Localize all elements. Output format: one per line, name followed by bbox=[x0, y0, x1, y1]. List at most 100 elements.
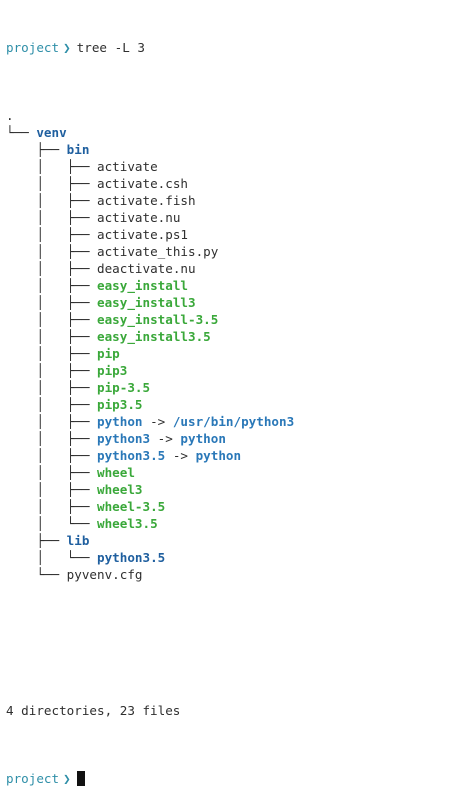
tree-branch-prefix: │ ├── bbox=[6, 397, 97, 412]
tree-line: └── venv bbox=[6, 124, 458, 141]
tree-entry-exec: easy_install-3.5 bbox=[97, 312, 219, 327]
tree-branch-prefix: │ ├── bbox=[6, 261, 97, 276]
symlink-target: /usr/bin/python3 bbox=[172, 414, 295, 429]
tree-line: │ ├── deactivate.nu bbox=[6, 260, 458, 277]
tree-branch-prefix: │ ├── bbox=[6, 499, 97, 514]
tree-branch-prefix: │ ├── bbox=[6, 193, 97, 208]
tree-entry-exec: wheel bbox=[97, 465, 135, 480]
tree-entry-file: activate.nu bbox=[97, 210, 181, 225]
tree-branch-prefix: │ ├── bbox=[6, 465, 97, 480]
tree-entry-dir: venv bbox=[36, 125, 67, 140]
tree-line: │ ├── activate.fish bbox=[6, 192, 458, 209]
tree-summary: 4 directories, 23 files bbox=[6, 703, 181, 718]
symlink-target: python bbox=[195, 448, 242, 463]
tree-branch-prefix: │ ├── bbox=[6, 363, 97, 378]
tree-line: │ ├── activate bbox=[6, 158, 458, 175]
tree-entry-exec: wheel-3.5 bbox=[97, 499, 166, 514]
tree-entry-link: python3 bbox=[97, 431, 151, 446]
tree-branch-prefix: . bbox=[6, 108, 14, 123]
tree-branch-prefix: │ ├── bbox=[6, 159, 97, 174]
symlink-arrow: -> bbox=[150, 431, 181, 446]
tree-branch-prefix: │ ├── bbox=[6, 482, 97, 497]
tree-entry-dir: lib bbox=[66, 533, 90, 548]
command-args: -L 3 bbox=[107, 39, 145, 56]
tree-entry-file: deactivate.nu bbox=[97, 261, 196, 276]
tree-line: │ ├── pip-3.5 bbox=[6, 379, 458, 396]
tree-branch-prefix: │ ├── bbox=[6, 278, 97, 293]
tree-branch-prefix: │ ├── bbox=[6, 329, 97, 344]
tree-entry-exec: pip3.5 bbox=[97, 397, 143, 412]
tree-branch-prefix: │ ├── bbox=[6, 346, 97, 361]
tree-entry-exec: pip-3.5 bbox=[97, 380, 151, 395]
tree-branch-prefix: │ ├── bbox=[6, 176, 97, 191]
tree-branch-prefix: │ ├── bbox=[6, 448, 97, 463]
tree-branch-prefix: ├── bbox=[6, 533, 67, 548]
tree-entry-file: pyvenv.cfg bbox=[66, 567, 143, 582]
tree-line: │ ├── activate.ps1 bbox=[6, 226, 458, 243]
tree-branch-prefix: │ ├── bbox=[6, 227, 97, 242]
tree-branch-prefix: │ └── bbox=[6, 550, 97, 565]
tree-line: │ ├── activate.nu bbox=[6, 209, 458, 226]
symlink-arrow: -> bbox=[165, 448, 196, 463]
command-name: tree bbox=[76, 40, 108, 55]
blank-line bbox=[6, 634, 458, 651]
tree-branch-prefix: │ ├── bbox=[6, 431, 97, 446]
tree-entry-link: python3.5 bbox=[97, 448, 166, 463]
tree-entry-exec: pip3 bbox=[97, 363, 128, 378]
tree-branch-prefix: │ └── bbox=[6, 516, 97, 531]
tree-entry-file: activate bbox=[97, 159, 158, 174]
tree-line: │ ├── wheel-3.5 bbox=[6, 498, 458, 515]
tree-line: │ ├── pip3 bbox=[6, 362, 458, 379]
tree-line: │ ├── easy_install bbox=[6, 277, 458, 294]
tree-output: .└── venv ├── bin │ ├── activate │ ├── a… bbox=[6, 107, 458, 583]
tree-entry-file: activate.csh bbox=[97, 176, 188, 191]
tree-branch-prefix: ├── bbox=[6, 142, 67, 157]
tree-line: │ ├── pip bbox=[6, 345, 458, 362]
tree-entry-exec: wheel3 bbox=[97, 482, 143, 497]
tree-line: │ ├── easy_install3.5 bbox=[6, 328, 458, 345]
tree-branch-prefix: │ ├── bbox=[6, 244, 97, 259]
tree-line: │ ├── activate_this.py bbox=[6, 243, 458, 260]
tree-entry-file: activate.ps1 bbox=[97, 227, 188, 242]
tree-branch-prefix: │ ├── bbox=[6, 210, 97, 225]
tree-line: ├── lib bbox=[6, 532, 458, 549]
tree-line: │ └── python3.5 bbox=[6, 549, 458, 566]
tree-entry-exec: easy_install bbox=[97, 278, 188, 293]
tree-branch-prefix: │ ├── bbox=[6, 312, 97, 327]
tree-line: │ ├── activate.csh bbox=[6, 175, 458, 192]
prompt-directory: project bbox=[6, 771, 60, 786]
tree-line: │ └── wheel3.5 bbox=[6, 515, 458, 532]
tree-line: └── pyvenv.cfg bbox=[6, 566, 458, 583]
tree-line: . bbox=[6, 107, 458, 124]
tree-line: │ ├── easy_install3 bbox=[6, 294, 458, 311]
tree-branch-prefix: │ ├── bbox=[6, 414, 97, 429]
tree-entry-exec: easy_install3.5 bbox=[97, 329, 211, 344]
tree-line: │ ├── wheel bbox=[6, 464, 458, 481]
command-prompt-line: project ❯ tree -L 3 bbox=[6, 39, 458, 56]
tree-entry-file: activate_this.py bbox=[97, 244, 219, 259]
text-cursor bbox=[76, 771, 85, 786]
command-args-text: -L 3 bbox=[114, 40, 145, 55]
tree-entry-dir: bin bbox=[66, 142, 90, 157]
prompt-directory: project bbox=[6, 40, 60, 55]
tree-line: │ ├── python -> /usr/bin/python3 bbox=[6, 413, 458, 430]
tree-line: │ ├── easy_install-3.5 bbox=[6, 311, 458, 328]
current-prompt-line[interactable]: project ❯ bbox=[6, 770, 458, 787]
tree-entry-exec: easy_install3 bbox=[97, 295, 196, 310]
tree-line: │ ├── python3 -> python bbox=[6, 430, 458, 447]
symlink-target: python bbox=[180, 431, 226, 446]
tree-line: │ ├── pip3.5 bbox=[6, 396, 458, 413]
tree-line: │ ├── wheel3 bbox=[6, 481, 458, 498]
tree-branch-prefix: │ ├── bbox=[6, 380, 97, 395]
tree-entry-exec: pip bbox=[97, 346, 120, 361]
tree-line: ├── bin bbox=[6, 141, 458, 158]
prompt-chevron-icon: ❯ bbox=[63, 771, 71, 786]
tree-branch-prefix: └── bbox=[6, 567, 67, 582]
tree-entry-dir: python3.5 bbox=[97, 550, 166, 565]
tree-line: │ ├── python3.5 -> python bbox=[6, 447, 458, 464]
symlink-arrow: -> bbox=[142, 414, 173, 429]
tree-entry-file: activate.fish bbox=[97, 193, 196, 208]
tree-entry-link: python bbox=[97, 414, 143, 429]
terminal-window[interactable]: project ❯ tree -L 3 .└── venv ├── bin │ … bbox=[0, 0, 464, 786]
tree-branch-prefix: │ ├── bbox=[6, 295, 97, 310]
